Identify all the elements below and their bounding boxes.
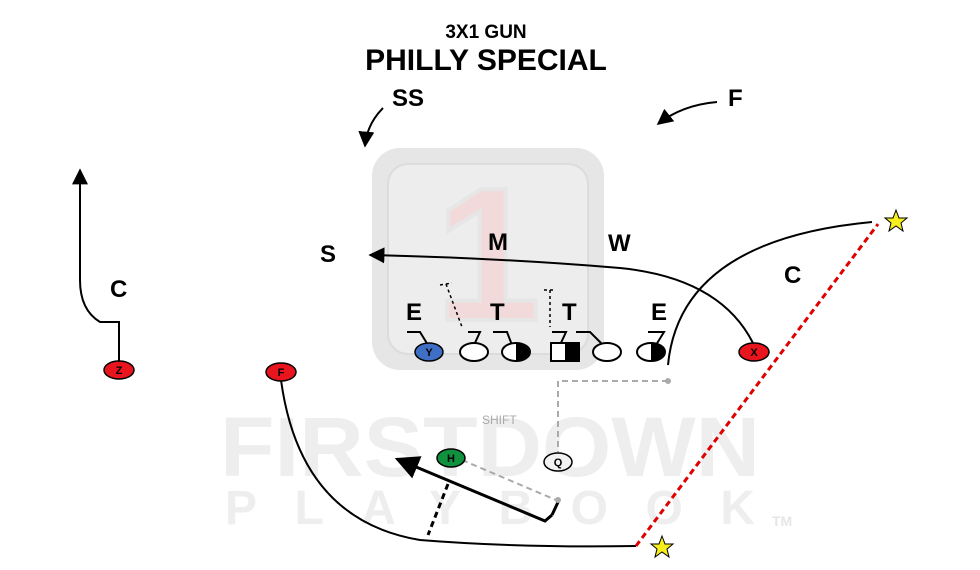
- x-crossing-route: [368, 247, 754, 344]
- player-x: X: [738, 342, 770, 362]
- q-shift-path: [557, 380, 668, 452]
- watermark-line1: FIRSTDOWN: [220, 400, 760, 494]
- f-wheel-route: [280, 379, 637, 548]
- player-q: Q: [543, 452, 573, 472]
- defender-c-right-label: C: [784, 262, 801, 289]
- player-f-label: F: [278, 367, 285, 379]
- target-star-flat: [649, 534, 675, 559]
- pitch-dot: [555, 497, 561, 503]
- z-route: [72, 168, 120, 362]
- shift-label: SHIFT: [482, 413, 517, 427]
- ss-movement-arrow: [358, 107, 384, 148]
- player-y: Y: [414, 342, 444, 362]
- defender-m-label: M: [488, 229, 508, 256]
- left-tackle: [501, 342, 531, 362]
- player-z: Z: [103, 360, 135, 380]
- defender-s-label: S: [320, 241, 336, 268]
- defender-dt-right-label: T: [562, 299, 577, 326]
- defender-c-left-label: C: [110, 276, 127, 303]
- pass-throw-line: [634, 223, 880, 547]
- player-q-label: Q: [554, 457, 563, 469]
- player-h: H: [436, 448, 466, 468]
- player-z-label: Z: [116, 365, 123, 377]
- target-star-deep: [883, 208, 909, 233]
- tackle-route-arc: [667, 221, 873, 366]
- watermark-logo-glyph: 1: [435, 149, 541, 361]
- defender-de-right-label: E: [651, 299, 667, 326]
- lb-read-paths: [439, 282, 556, 328]
- shift-start-dot: [665, 378, 671, 384]
- h-reverse-route: [394, 456, 553, 523]
- formation-title: 3X1 GUN: [445, 22, 526, 43]
- defender-de-left-label: E: [406, 299, 422, 326]
- watermark-logo: 1: [372, 147, 604, 370]
- f-movement-arrow: [656, 101, 718, 125]
- watermark-text: FIRSTDOWN PLAYBOOK TM: [220, 400, 792, 535]
- left-guard: [459, 342, 489, 362]
- player-x-label: X: [750, 347, 758, 359]
- defender-ss-label: SS: [392, 85, 424, 112]
- center: [550, 342, 580, 362]
- h-pitch-path: [461, 459, 557, 501]
- player-f: F: [265, 362, 297, 382]
- defender-w-label: W: [608, 230, 631, 257]
- pitch-dashed-path: [426, 483, 450, 536]
- play-name-title: PHILLY SPECIAL: [365, 44, 607, 77]
- player-y-label: Y: [425, 347, 433, 359]
- offensive-line: [459, 342, 666, 362]
- defender-dt-left-label: T: [490, 299, 505, 326]
- player-h-label: H: [447, 453, 455, 465]
- right-tackle: [636, 342, 666, 362]
- blocking-marks: [407, 331, 666, 346]
- watermark-tm: TM: [772, 513, 792, 529]
- right-guard: [592, 342, 622, 362]
- defender-f-label: F: [728, 85, 743, 112]
